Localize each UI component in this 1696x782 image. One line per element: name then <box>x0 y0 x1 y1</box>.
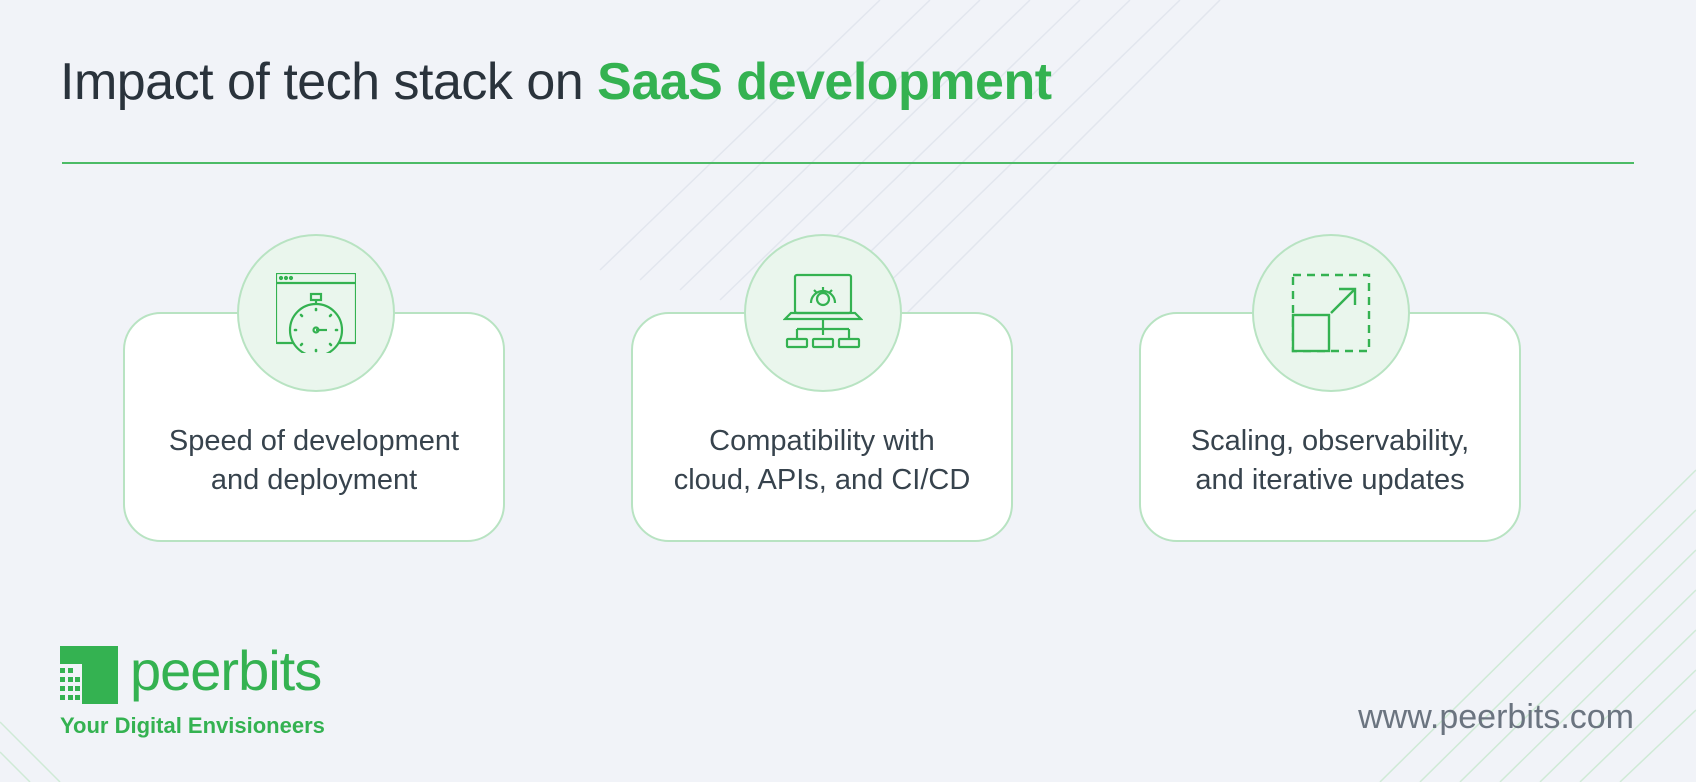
card-scaling-line2: and iterative updates <box>1195 464 1465 496</box>
card-compatibility-line2: cloud, APIs, and CI/CD <box>673 464 971 496</box>
brand-tagline: Your Digital Envisioneers <box>60 713 325 738</box>
page-title: Impact of tech stack on SaaS development <box>60 52 1052 112</box>
title-plain: Impact of tech stack on <box>60 53 584 111</box>
card-compatibility-line1: Compatibility with <box>709 425 935 457</box>
card-scaling-line1: Scaling, observability, <box>1190 425 1470 457</box>
card-speed-line2: and deployment <box>210 464 418 496</box>
card-compatibility-text: Compatibility with cloud, APIs, and CI/C… <box>633 422 1011 500</box>
card-speed-text: Speed of development and deployment <box>125 422 503 500</box>
website-url: www.peerbits.com <box>1358 698 1634 736</box>
card-speed-icon-circle <box>237 234 395 392</box>
card-scaling-icon-circle <box>1252 234 1410 392</box>
scale-up-icon <box>1291 273 1371 353</box>
title-divider <box>62 162 1634 164</box>
peerbits-logo-mark <box>60 646 118 704</box>
laptop-network-icon <box>783 273 863 349</box>
title-accent: SaaS development <box>597 53 1052 111</box>
card-scaling-text: Scaling, observability, and iterative up… <box>1141 422 1519 500</box>
card-compatibility-icon-circle <box>744 234 902 392</box>
card-speed-line1: Speed of development <box>168 425 460 457</box>
brand-name: peerbits <box>130 639 322 702</box>
stopwatch-browser-icon <box>276 273 356 353</box>
